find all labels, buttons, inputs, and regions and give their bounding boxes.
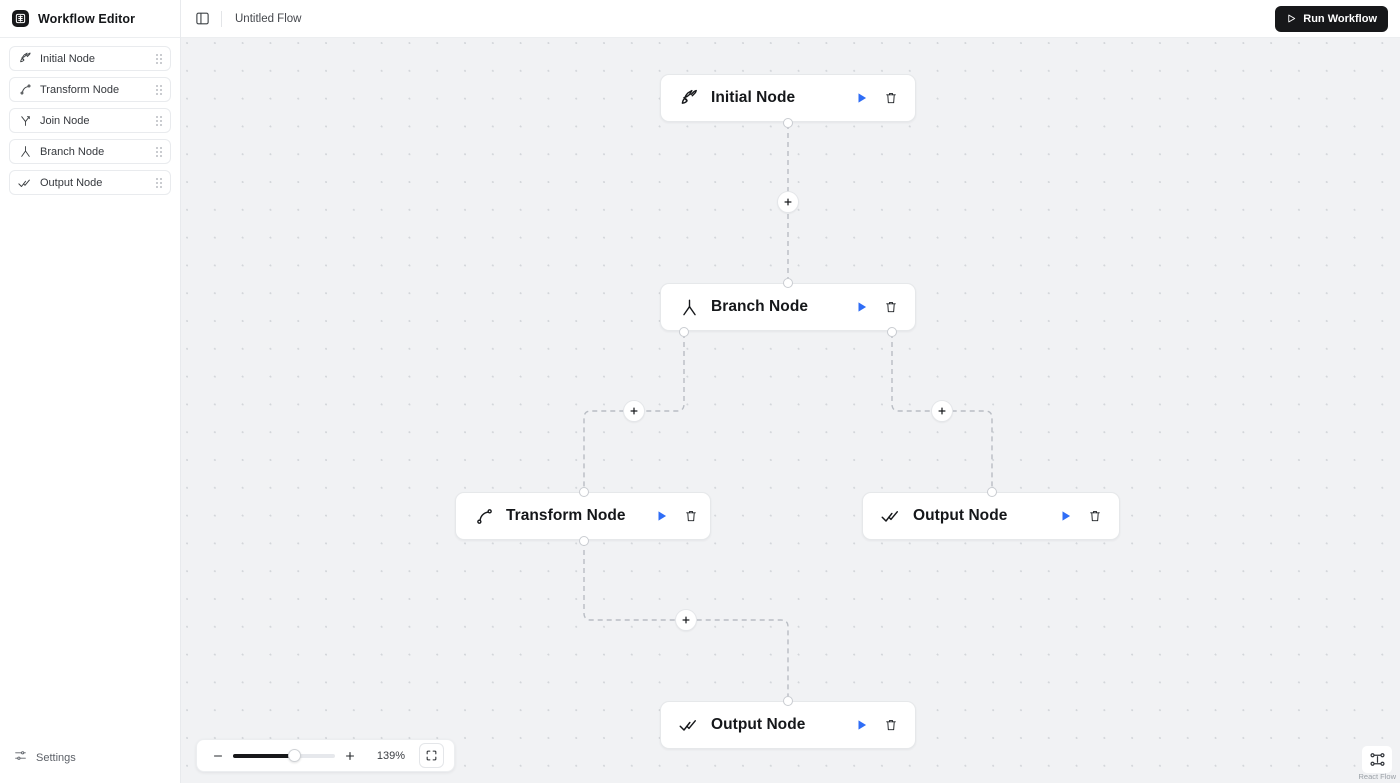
play-icon[interactable] <box>1058 508 1074 524</box>
play-outline-icon <box>1286 13 1297 24</box>
react-flow-logo-icon <box>1362 746 1393 773</box>
sidebar: Workflow Editor Initial Node <box>0 0 181 783</box>
react-flow-attribution[interactable]: React Flow <box>1358 746 1396 781</box>
topbar: Untitled Flow Run Workflow <box>181 0 1400 38</box>
handle-transform-source[interactable] <box>579 536 589 546</box>
drag-handle-icon[interactable] <box>156 115 162 126</box>
trash-icon[interactable] <box>883 90 899 106</box>
play-icon[interactable] <box>854 299 870 315</box>
drag-handle-icon[interactable] <box>156 177 162 188</box>
curve-icon <box>474 506 494 526</box>
zoom-out-button[interactable] <box>207 745 229 767</box>
palette-item-label: Initial Node <box>40 52 96 65</box>
workflow-logo-icon <box>12 10 29 27</box>
add-node-button-branch-transform[interactable] <box>623 400 645 422</box>
add-node-button-transform-output[interactable] <box>675 609 697 631</box>
play-icon[interactable] <box>654 508 670 524</box>
zoom-percent-label: 139% <box>376 749 406 762</box>
handle-branch-source-right[interactable] <box>887 327 897 337</box>
double-check-icon <box>881 506 901 526</box>
drag-handle-icon[interactable] <box>156 84 162 95</box>
handle-output1-target[interactable] <box>987 487 997 497</box>
node-actions <box>626 508 699 524</box>
handle-output2-target[interactable] <box>783 696 793 706</box>
palette-item-label: Transform Node <box>40 83 120 96</box>
flow-canvas[interactable]: Initial Node <box>181 38 1400 783</box>
node-actions <box>826 717 899 733</box>
split-icon <box>679 297 699 317</box>
flow-name[interactable]: Untitled Flow <box>235 12 302 25</box>
node-branch[interactable]: Branch Node <box>660 283 916 331</box>
node-transform[interactable]: Transform Node <box>455 492 711 540</box>
palette-item-label: Branch Node <box>40 145 105 158</box>
curve-icon <box>18 83 32 97</box>
palette-item-label: Join Node <box>40 114 90 127</box>
main-area: Untitled Flow Run Workflow <box>181 0 1400 783</box>
run-workflow-label: Run Workflow <box>1303 12 1377 25</box>
palette-item-transform-node[interactable]: Transform Node <box>9 77 171 102</box>
drag-handle-icon[interactable] <box>156 53 162 64</box>
node-label: Initial Node <box>711 89 796 106</box>
trash-icon[interactable] <box>883 717 899 733</box>
add-node-button-initial-branch[interactable] <box>777 191 799 213</box>
node-actions <box>1030 508 1103 524</box>
sidebar-header: Workflow Editor <box>0 0 180 38</box>
drag-handle-icon[interactable] <box>156 146 162 157</box>
zoom-in-button[interactable] <box>339 745 361 767</box>
zoom-controls: 139% <box>196 739 455 772</box>
rocket-icon <box>679 88 699 108</box>
node-label: Output Node <box>711 716 806 733</box>
node-output-2[interactable]: Output Node <box>660 701 916 749</box>
node-palette: Initial Node Transform Node <box>0 38 180 195</box>
node-actions <box>826 90 899 106</box>
palette-item-initial-node[interactable]: Initial Node <box>9 46 171 71</box>
sidebar-item-settings[interactable]: Settings <box>0 743 180 773</box>
handle-transform-target[interactable] <box>579 487 589 497</box>
handle-branch-target[interactable] <box>783 278 793 288</box>
palette-item-output-node[interactable]: Output Node <box>9 170 171 195</box>
play-icon[interactable] <box>854 90 870 106</box>
node-label: Transform Node <box>506 507 626 524</box>
sidebar-settings-label: Settings <box>36 752 76 764</box>
double-check-icon <box>18 176 32 190</box>
merge-icon <box>18 114 32 128</box>
sidebar-footer: Settings <box>0 743 180 783</box>
node-output-1[interactable]: Output Node <box>862 492 1120 540</box>
topbar-divider <box>221 10 222 27</box>
palette-item-label: Output Node <box>40 176 103 189</box>
node-label: Branch Node <box>711 298 809 315</box>
node-actions <box>826 299 899 315</box>
split-icon <box>18 145 32 159</box>
rocket-icon <box>18 52 32 66</box>
zoom-slider-fill <box>233 753 295 758</box>
run-workflow-button[interactable]: Run Workflow <box>1275 5 1388 32</box>
zoom-slider[interactable] <box>233 749 335 763</box>
trash-icon[interactable] <box>883 299 899 315</box>
panel-left-icon[interactable] <box>192 9 212 29</box>
node-initial[interactable]: Initial Node <box>660 74 916 122</box>
handle-initial-source[interactable] <box>783 118 793 128</box>
sidebar-brand-title: Workflow Editor <box>38 11 136 26</box>
add-node-button-branch-output[interactable] <box>931 400 953 422</box>
trash-icon[interactable] <box>683 508 699 524</box>
palette-item-join-node[interactable]: Join Node <box>9 108 171 133</box>
zoom-slider-thumb[interactable] <box>288 749 301 762</box>
double-check-icon <box>679 715 699 735</box>
palette-item-branch-node[interactable]: Branch Node <box>9 139 171 164</box>
trash-icon[interactable] <box>1087 508 1103 524</box>
fit-view-button[interactable] <box>419 743 444 768</box>
play-icon[interactable] <box>854 717 870 733</box>
handle-branch-source-left[interactable] <box>679 327 689 337</box>
sliders-icon <box>14 749 27 767</box>
edge-layer <box>583 88 993 701</box>
react-flow-attribution-label: React Flow <box>1358 772 1396 781</box>
node-label: Output Node <box>913 507 1008 524</box>
